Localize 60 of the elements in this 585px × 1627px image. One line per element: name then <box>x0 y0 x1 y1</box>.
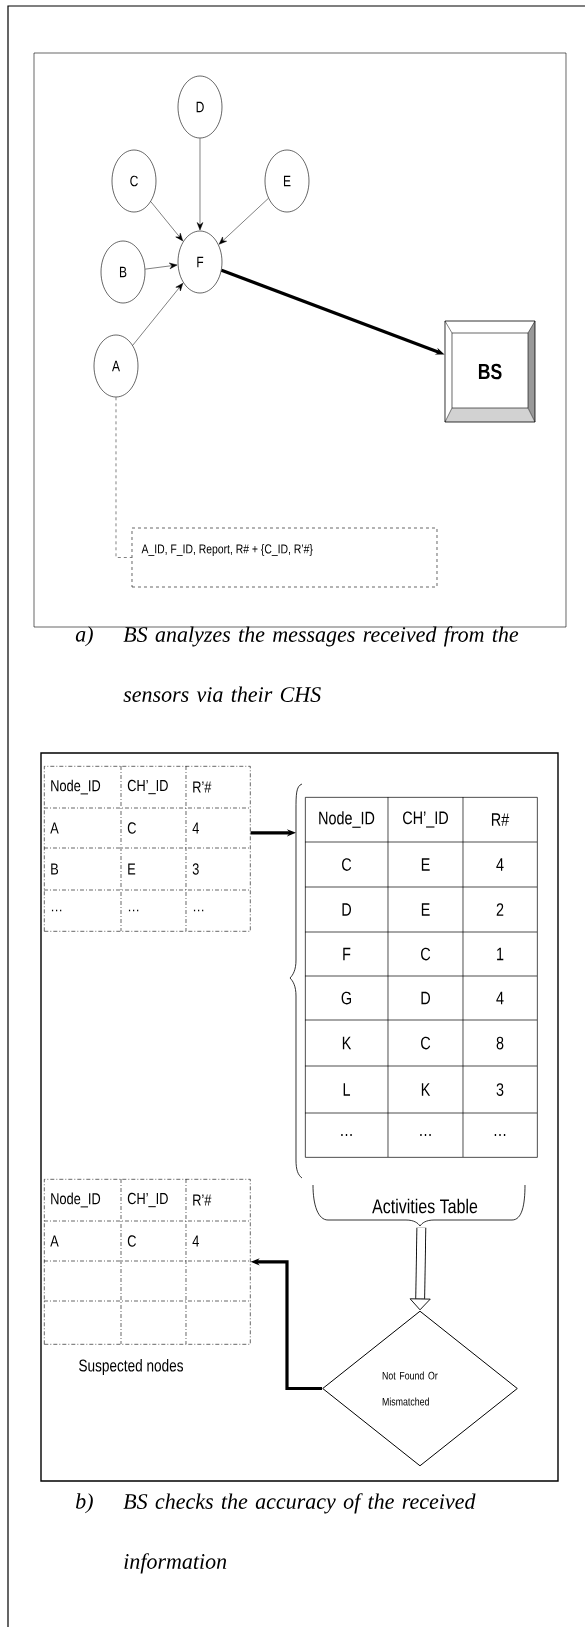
table-cell: C <box>127 1235 136 1247</box>
table-cell: E <box>421 903 430 916</box>
table <box>43 765 251 932</box>
arrow <box>218 198 269 245</box>
table-cell: D <box>342 903 351 916</box>
table-cell: CH’_ID <box>127 779 168 795</box>
table-cell: … <box>51 909 62 912</box>
caption-text: BS checks the accuracy of the received information <box>123 1493 476 1574</box>
table-cell: R# <box>491 813 510 826</box>
table-cell: 4 <box>496 858 504 871</box>
arrow <box>196 138 204 231</box>
table-cell: 3 <box>192 863 199 875</box>
table-cell: E <box>128 863 136 875</box>
arrow <box>144 262 178 270</box>
table-cell: A <box>50 822 59 834</box>
table-cell: CH’_ID <box>403 811 448 828</box>
connector-line <box>115 397 132 558</box>
table-cell: Node_ID <box>51 1192 101 1208</box>
table-cell: … <box>128 909 139 912</box>
table-cell: G <box>341 991 351 1005</box>
arrow <box>150 201 184 242</box>
table-cell: A <box>50 1235 59 1247</box>
table-cell: … <box>420 1134 431 1136</box>
caption-letter: b) <box>76 1493 93 1514</box>
table-cell: … <box>193 909 204 912</box>
table-cell: E <box>421 858 430 871</box>
table-cell: … <box>494 1134 506 1136</box>
table-cell: B <box>51 863 59 875</box>
table-cell: R’# <box>193 781 212 793</box>
table-cell: 2 <box>496 903 504 916</box>
table-cell: C <box>342 858 352 871</box>
table-cell: 8 <box>496 1036 504 1050</box>
message-box: A_ID, F_ID, Report, R# + {C_ID, R’#} <box>131 527 438 588</box>
table-cell: K <box>421 1083 431 1096</box>
table-cell: C <box>127 822 136 834</box>
table-cell: 4 <box>192 1235 199 1247</box>
table-cell: L <box>343 1083 350 1096</box>
table-caption: Activities Table <box>372 1198 478 1214</box>
table-cell: C <box>421 1036 431 1050</box>
table-cell: Node_ID <box>51 779 101 795</box>
base-station-box: BS <box>444 320 536 423</box>
table-caption: Suspected nodes <box>79 1359 184 1375</box>
table-cell: 4 <box>496 991 504 1005</box>
table-cell: D <box>421 991 430 1005</box>
table-cell: 3 <box>496 1083 504 1096</box>
arrow <box>132 283 184 346</box>
caption-text: BS analyzes the messages received from the sensors via their CHS <box>123 626 519 702</box>
table <box>304 796 538 1158</box>
table-cell: C <box>421 947 431 961</box>
table-cell: CH’_ID <box>127 1192 168 1208</box>
table-cell: K <box>342 1036 352 1050</box>
table-cell: Node_ID <box>319 811 375 828</box>
table-cell: F <box>343 947 351 961</box>
table-cell: R’# <box>193 1194 212 1206</box>
caption-letter: a) <box>75 626 93 647</box>
arrow <box>409 1227 431 1311</box>
table-cell: … <box>341 1134 352 1136</box>
table <box>43 1178 251 1345</box>
table-cell: 4 <box>192 822 199 834</box>
table-cell: 1 <box>497 947 504 961</box>
